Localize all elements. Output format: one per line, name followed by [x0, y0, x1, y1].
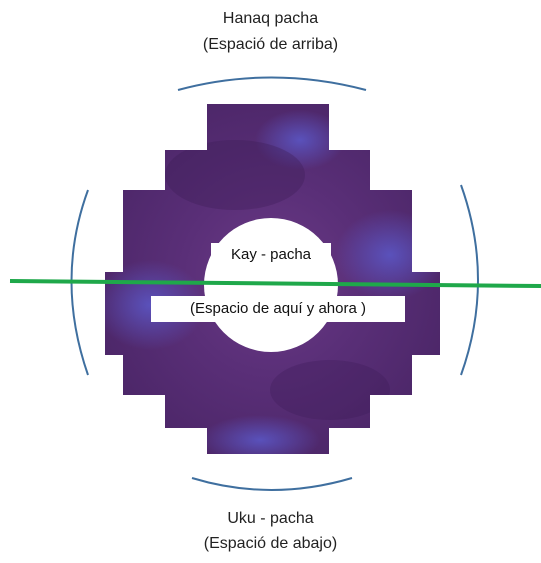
bottom-subtitle: (Espació de abajo) — [0, 533, 541, 554]
middle-subtitle: (Espacio de aquí y ahora ) — [151, 296, 405, 322]
arc-right — [461, 185, 478, 375]
arc-bottom — [192, 478, 352, 490]
middle-title: Kay - pacha — [211, 243, 331, 267]
bottom-title: Uku - pacha — [0, 508, 541, 529]
top-subtitle: (Espació de arriba) — [0, 34, 541, 55]
arc-top — [178, 78, 366, 91]
horizon-line — [10, 281, 541, 286]
top-title: Hanaq pacha — [0, 8, 541, 29]
